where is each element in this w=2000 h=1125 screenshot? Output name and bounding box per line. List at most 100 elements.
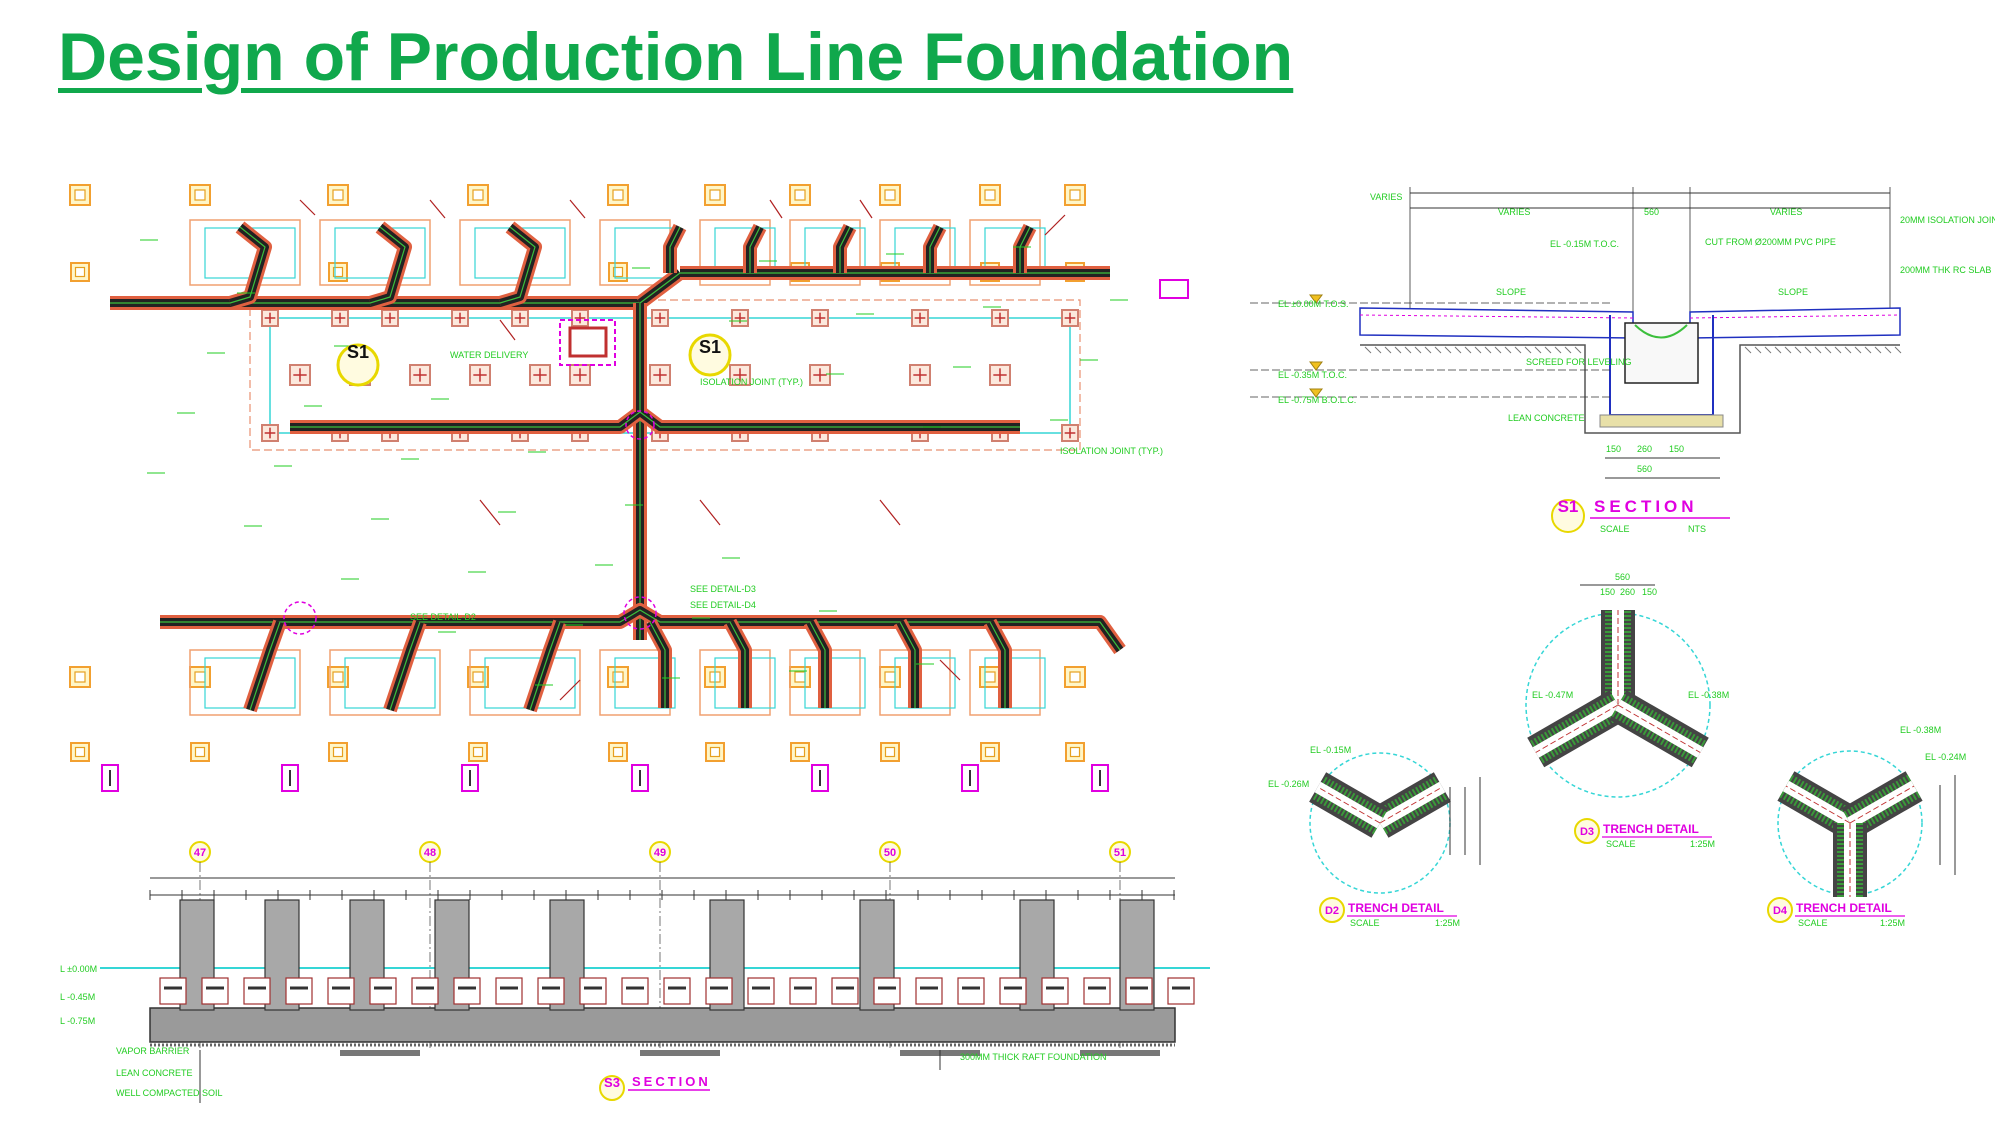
machine-outline bbox=[699, 219, 771, 286]
trench-centerline bbox=[1849, 785, 1915, 824]
soil-hatch bbox=[1080, 1050, 1160, 1056]
scale-ratio: 1:25M bbox=[1690, 839, 1715, 849]
dimension-label: 150 bbox=[1669, 444, 1684, 454]
dimension-label: 260 bbox=[1637, 444, 1652, 454]
column-pad-inner bbox=[74, 746, 86, 758]
trench-centerline bbox=[649, 621, 666, 708]
leader-line bbox=[559, 679, 581, 701]
trench-pit bbox=[411, 977, 439, 1005]
column-pad-inner bbox=[884, 671, 896, 683]
raft-foundation-note: 300MM THICK RAFT FOUNDATION bbox=[960, 1052, 1107, 1062]
s3-title-id: S3 bbox=[604, 1075, 620, 1090]
soil-hatch bbox=[1774, 346, 1782, 354]
machine-outline-inner bbox=[894, 657, 956, 709]
water-delivery-note: WATER DELIVERY bbox=[450, 350, 528, 360]
leader-line bbox=[859, 199, 873, 219]
trench-centerline bbox=[929, 226, 941, 273]
column-pad-inner bbox=[1069, 746, 1081, 758]
scale-label: SCALE bbox=[1350, 918, 1380, 928]
detail-d4-labels: EL -0.38M EL -0.24M D4 TRENCH DETAIL SCA… bbox=[1767, 725, 1966, 928]
detail-callout bbox=[283, 601, 317, 635]
trench-centerline bbox=[839, 226, 851, 273]
pit bbox=[568, 326, 608, 358]
dimension-label: VARIES bbox=[1770, 207, 1802, 217]
leader-line bbox=[699, 499, 721, 526]
lean-concrete bbox=[1599, 414, 1724, 428]
elevation-label: EL -0.47M bbox=[1532, 690, 1573, 700]
machine-outline-inner bbox=[614, 657, 676, 709]
trench-centerline bbox=[729, 621, 746, 708]
column-pad-inner bbox=[984, 671, 996, 683]
soil-hatch bbox=[1474, 346, 1482, 354]
grid-label-48: 48 bbox=[424, 847, 436, 859]
pit-outline bbox=[559, 319, 616, 366]
leader-line bbox=[499, 319, 516, 341]
trench-pit bbox=[873, 977, 901, 1005]
elevation-label: EL ±0.00M T.O.S. bbox=[1278, 299, 1348, 309]
dimension-label: VARIES bbox=[1370, 192, 1402, 202]
column-pad-inner bbox=[984, 189, 996, 201]
compacted-soil-note: WELL COMPACTED SOIL bbox=[116, 1088, 223, 1098]
machine-outline bbox=[459, 219, 571, 286]
foundation-plan-drawing: S1 S1 ISOLATION JOINT (TYP.) ISOLATION J… bbox=[69, 184, 1189, 792]
detail-title: TRENCH DETAIL bbox=[1348, 901, 1444, 915]
dimension-label: 150 bbox=[1606, 444, 1621, 454]
column-pad-inner bbox=[194, 671, 206, 683]
section-marker-right[interactable]: S1 bbox=[688, 333, 732, 377]
soil-hatch bbox=[1794, 346, 1802, 354]
column-pad-inner bbox=[74, 671, 86, 683]
trench-pit bbox=[159, 977, 187, 1005]
elevation-label: EL -0.45M bbox=[60, 992, 95, 1002]
s1-section-title: S1 SECTION SCALE NTS bbox=[1551, 497, 1730, 534]
column-pad-inner bbox=[709, 189, 721, 201]
soil-hatch bbox=[1834, 346, 1842, 354]
elevation-marker bbox=[1309, 388, 1323, 398]
trench-pit bbox=[831, 977, 859, 1005]
elevation-marker bbox=[1309, 294, 1323, 304]
leader-line bbox=[879, 499, 901, 526]
rc-slab-right bbox=[1689, 307, 1901, 339]
pvc-pipe bbox=[1634, 324, 1688, 339]
soil-hatch bbox=[1784, 346, 1792, 354]
s1-section-drawing: VARIES VARIES 560 VARIES 150 260 150 560… bbox=[1250, 187, 1995, 534]
soil-hatch bbox=[1504, 346, 1512, 354]
leader-line bbox=[429, 199, 446, 219]
trench-centerline bbox=[1785, 785, 1851, 824]
column-pad-inner bbox=[1069, 189, 1081, 201]
soil-hatch bbox=[1424, 346, 1432, 354]
screed-note: SCREED FOR LEVELING bbox=[1526, 357, 1632, 367]
column-pad-inner bbox=[794, 189, 806, 201]
trench-details-drawing: 560 150 260 150 EL -0.47M EL -0.38M D3 T… bbox=[1268, 572, 1966, 928]
soil-hatch bbox=[1374, 346, 1382, 354]
machine-outline bbox=[879, 219, 951, 286]
detail-callout bbox=[625, 410, 655, 440]
detail-id: D4 bbox=[1773, 905, 1788, 917]
soil-hatch bbox=[1804, 346, 1812, 354]
soil-hatch bbox=[1414, 346, 1422, 354]
leader-line bbox=[939, 659, 961, 681]
trench-pit bbox=[243, 977, 271, 1005]
leader-line bbox=[479, 499, 501, 526]
detail-d2-labels: EL -0.15M EL -0.26M D2 TRENCH DETAIL SCA… bbox=[1268, 745, 1460, 928]
soil-hatch bbox=[640, 1050, 720, 1056]
section-marker-left[interactable]: S1 bbox=[336, 342, 380, 387]
machine-outline bbox=[329, 649, 441, 716]
leader-line bbox=[769, 199, 783, 219]
s3-section-drawing: 47 48 49 50 51 EL ±0.00M EL -0.45M EL -0… bbox=[60, 841, 1210, 1103]
trench-pit bbox=[747, 977, 775, 1005]
soil-hatch bbox=[1574, 346, 1582, 354]
trench-pit bbox=[1167, 977, 1195, 1005]
scale-label: SCALE bbox=[1798, 918, 1828, 928]
trench-pit bbox=[1041, 977, 1069, 1005]
scale-label: SCALE bbox=[1606, 839, 1636, 849]
soil-hatch bbox=[1894, 346, 1902, 354]
scale-label: SCALE bbox=[1600, 524, 1630, 534]
section-marker-label: S1 bbox=[347, 342, 369, 362]
trench-centerline bbox=[389, 621, 421, 711]
soil-hatch bbox=[1464, 346, 1472, 354]
soil-hatch bbox=[1864, 346, 1872, 354]
trench-centerline bbox=[749, 226, 761, 273]
trench-pit bbox=[705, 977, 733, 1005]
section-marker-label: S1 bbox=[699, 337, 721, 357]
trench-pit bbox=[915, 977, 943, 1005]
